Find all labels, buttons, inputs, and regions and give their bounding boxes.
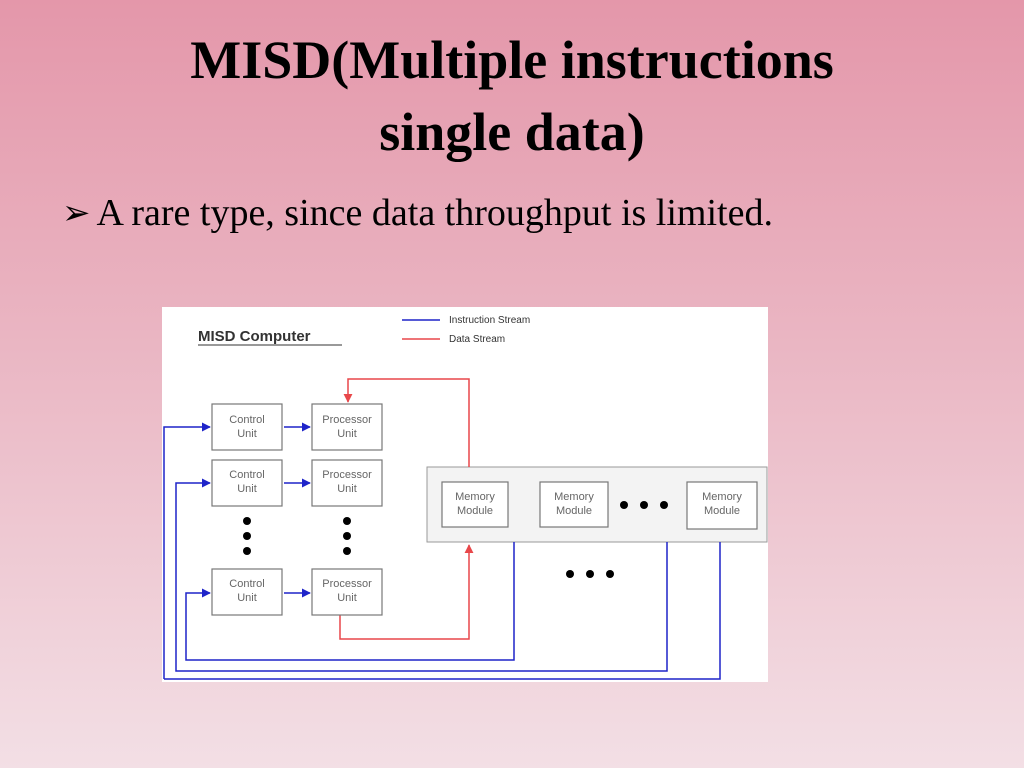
control-unit-3-line2: Unit [237,592,257,604]
legend: Instruction Stream Data Stream [402,315,530,345]
control-unit-1-line2: Unit [237,428,257,440]
memory-lines-ellipsis-icon [566,570,614,578]
memory-module-1-line1: Memory [455,491,495,503]
memory-module-ellipsis-icon [620,501,668,509]
control-unit-2-line2: Unit [237,483,257,495]
slide-title-line-2: single data) [379,102,645,162]
processor-unit-ellipsis-icon [343,517,351,555]
processor-unit-3: Processor Unit [311,568,383,616]
misd-diagram-svg: MISD Computer Instruction Stream Data St… [162,307,768,682]
processor-unit-2: Processor Unit [311,459,383,507]
bullet-text: A rare type, since data throughput is li… [96,192,773,234]
diagram-title: MISD Computer [198,328,311,345]
legend-data-label: Data Stream [449,334,505,345]
control-unit-2-line1: Control [229,469,264,481]
memory-module-1-line2: Module [457,505,493,517]
legend-instruction-label: Instruction Stream [449,315,530,326]
slide-title-line-1: MISD(Multiple instructions [190,30,834,90]
memory-module-2: Memory Module [539,481,609,528]
data-line-memory-to-pu1 [343,378,470,467]
memory-module-3-line2: Module [704,505,740,517]
instruction-stream-lines [163,422,721,680]
processor-unit-1: Processor Unit [311,403,383,451]
control-unit-3: Control Unit [211,568,283,616]
memory-module-3: Memory Module [686,481,758,530]
instruction-line-memory-1 [185,542,515,661]
processor-unit-3-line1: Processor [322,578,372,590]
data-stream-lines [339,378,474,640]
instruction-line-memory-3 [163,422,211,679]
control-unit-3-line1: Control [229,578,264,590]
processor-unit-3-line2: Unit [337,592,357,604]
slide-title: MISD(Multiple instructions single data) [0,24,1024,168]
bullet-point: ➢ A rare type, since data throughput is … [62,188,773,238]
misd-diagram: MISD Computer Instruction Stream Data St… [162,307,768,682]
control-unit-1: Control Unit [211,403,283,451]
control-unit-2: Control Unit [211,459,283,507]
memory-module-2-line1: Memory [554,491,594,503]
instruction-line-memory-2 [175,478,668,672]
control-unit-ellipsis-icon [243,517,251,555]
instruction-line-memory-3-return [164,542,721,680]
control-unit-1-line1: Control [229,414,264,426]
processor-unit-1-line1: Processor [322,414,372,426]
processor-unit-2-line2: Unit [337,483,357,495]
data-line-pu3-to-memory [339,544,474,640]
arrow-bullet-icon: ➢ [62,195,91,232]
memory-module-2-line2: Module [556,505,592,517]
memory-module-3-line1: Memory [702,491,742,503]
processor-unit-2-line1: Processor [322,469,372,481]
ellipsis-dots [243,501,668,578]
processor-unit-1-line2: Unit [337,428,357,440]
memory-module-1: Memory Module [441,481,509,528]
